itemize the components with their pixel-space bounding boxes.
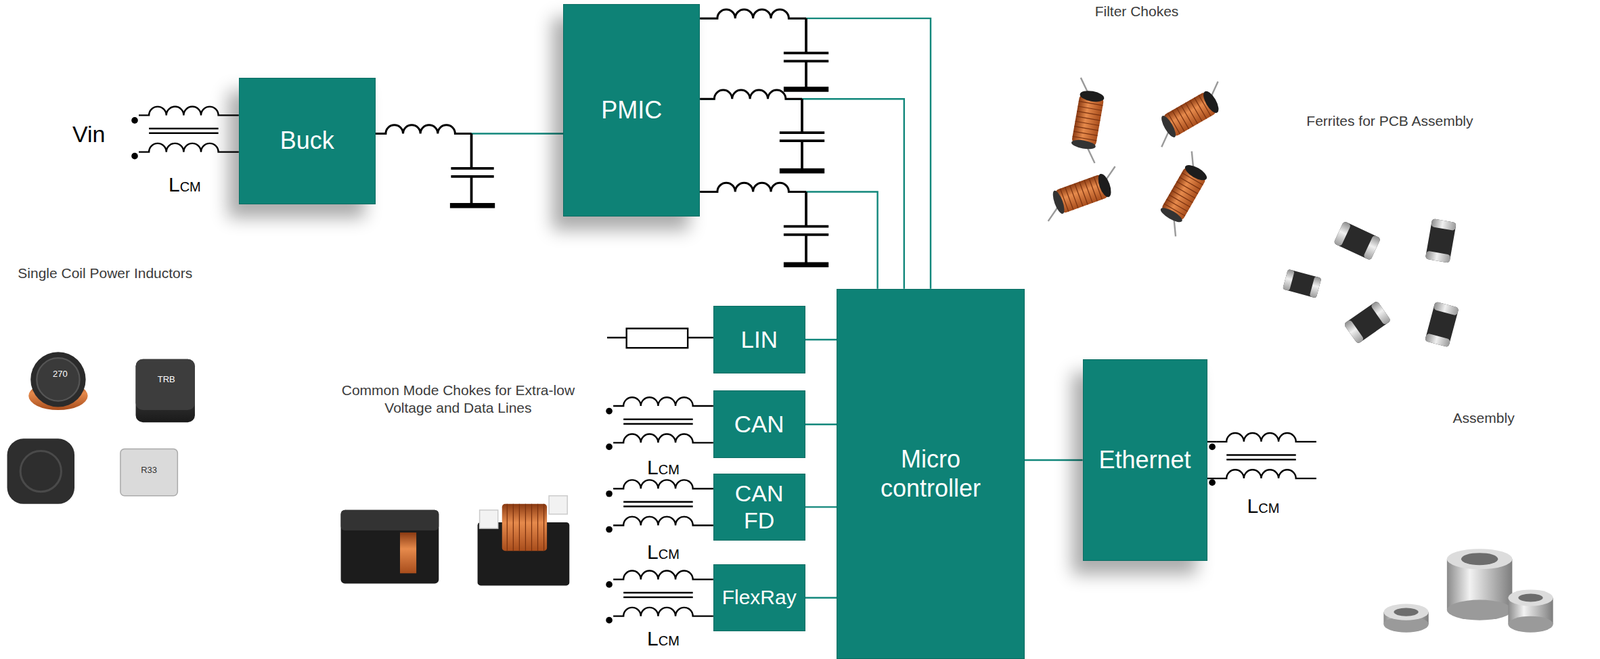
common-mode-choke-symbol (605, 571, 714, 625)
sleeve-bottom (1507, 616, 1553, 633)
inductor-body (136, 359, 195, 423)
sleeve-top (1383, 604, 1429, 621)
part-group-label: Vin (72, 119, 106, 148)
node-label: PMIC (601, 95, 662, 125)
node-label: CAN (734, 410, 785, 439)
connector-line (805, 423, 838, 426)
common-mode-choke-symbol (131, 106, 239, 160)
connector-line (699, 98, 905, 289)
inductor-body (30, 351, 86, 407)
component-symbol-label: LCM (647, 628, 680, 650)
inductor-body (120, 448, 178, 496)
process-box: CAN FD (713, 473, 806, 542)
part-group-label: Single Coil Power Inductors (17, 264, 193, 282)
choke-terminal (479, 510, 499, 529)
part-group-label: Assembly (1453, 410, 1515, 428)
choke-winding (400, 532, 417, 574)
component-symbol-label: LCM (1247, 496, 1280, 517)
connector-line (805, 339, 838, 341)
sleeve-hole (1393, 608, 1418, 617)
sleeve-bottom (1447, 600, 1513, 621)
connector-line (1024, 459, 1083, 461)
sleeve-hole (1461, 552, 1498, 566)
process-box: PMIC (563, 4, 700, 217)
inductor-top (136, 359, 195, 411)
choke-body (341, 510, 440, 585)
node-label: LIN (740, 325, 777, 354)
node-label: Ethernet (1099, 445, 1192, 475)
sleeve-top (1507, 589, 1553, 606)
chip-ferrite (1424, 301, 1460, 348)
inductor-symbol (699, 9, 807, 19)
chip-ferrite (1343, 300, 1391, 344)
choke-top (341, 510, 440, 531)
ground-bar (783, 86, 829, 93)
rod-choke (1147, 81, 1233, 147)
process-box: LIN (713, 305, 806, 374)
chip-ferrite (1425, 218, 1457, 264)
choke-winding (502, 504, 547, 551)
common-mode-choke-symbol (605, 397, 714, 451)
capacitor-symbol (783, 191, 829, 264)
process-box: Ethernet (1082, 359, 1208, 562)
sleeve-hole (1518, 593, 1543, 602)
connector-line (805, 506, 838, 508)
common-mode-choke-symbol (1208, 433, 1317, 486)
component-symbol-label: LCM (647, 457, 680, 478)
chip-ferrite (1282, 269, 1322, 299)
capacitor-symbol (779, 98, 825, 170)
process-box: CAN (713, 390, 806, 459)
choke-terminal (548, 496, 568, 515)
component-symbol-label: LCM (647, 542, 680, 563)
chip-ferrite (1333, 221, 1381, 261)
inductor-symbol (375, 125, 472, 135)
inductor-top (20, 450, 61, 492)
ground-bar (450, 203, 495, 209)
part-marking: R33 (140, 464, 158, 476)
part-marking: TRB (157, 374, 176, 386)
connector-line (699, 18, 931, 290)
common-mode-choke-symbol (605, 479, 714, 533)
capacitor-symbol (450, 134, 494, 205)
part-group-label: Common Mode Chokes for Extra-low Voltage… (322, 381, 594, 416)
part-marking: 270 (52, 369, 68, 381)
rod-choke (1038, 166, 1125, 222)
ground-bar (779, 168, 825, 174)
sleeve-top (1447, 548, 1513, 570)
inductor-symbol (699, 182, 807, 192)
connector-line (699, 191, 878, 289)
choke-winding (506, 504, 544, 551)
capacitor-symbol (783, 18, 829, 88)
process-box: Buck (238, 77, 376, 205)
component-symbol-label: LCM (168, 174, 202, 195)
process-box: Micro controller (836, 289, 1025, 659)
part-group-label: Filter Chokes (1095, 2, 1180, 20)
node-label: CAN FD (722, 479, 797, 536)
fuse-symbol (626, 328, 688, 348)
node-label: FlexRay (722, 585, 797, 610)
rod-choke (1150, 151, 1217, 237)
process-box: FlexRay (713, 564, 806, 633)
inductor-body (7, 438, 76, 504)
node-label: Micro controller (862, 444, 999, 503)
ground-bar (783, 261, 829, 268)
inductor-top (36, 358, 80, 401)
rod-choke (1066, 77, 1110, 164)
part-group-label: Ferrites for PCB Assembly (1306, 113, 1473, 130)
connector-line (805, 596, 838, 599)
inductor-symbol (699, 90, 803, 99)
node-label: Buck (280, 125, 335, 155)
